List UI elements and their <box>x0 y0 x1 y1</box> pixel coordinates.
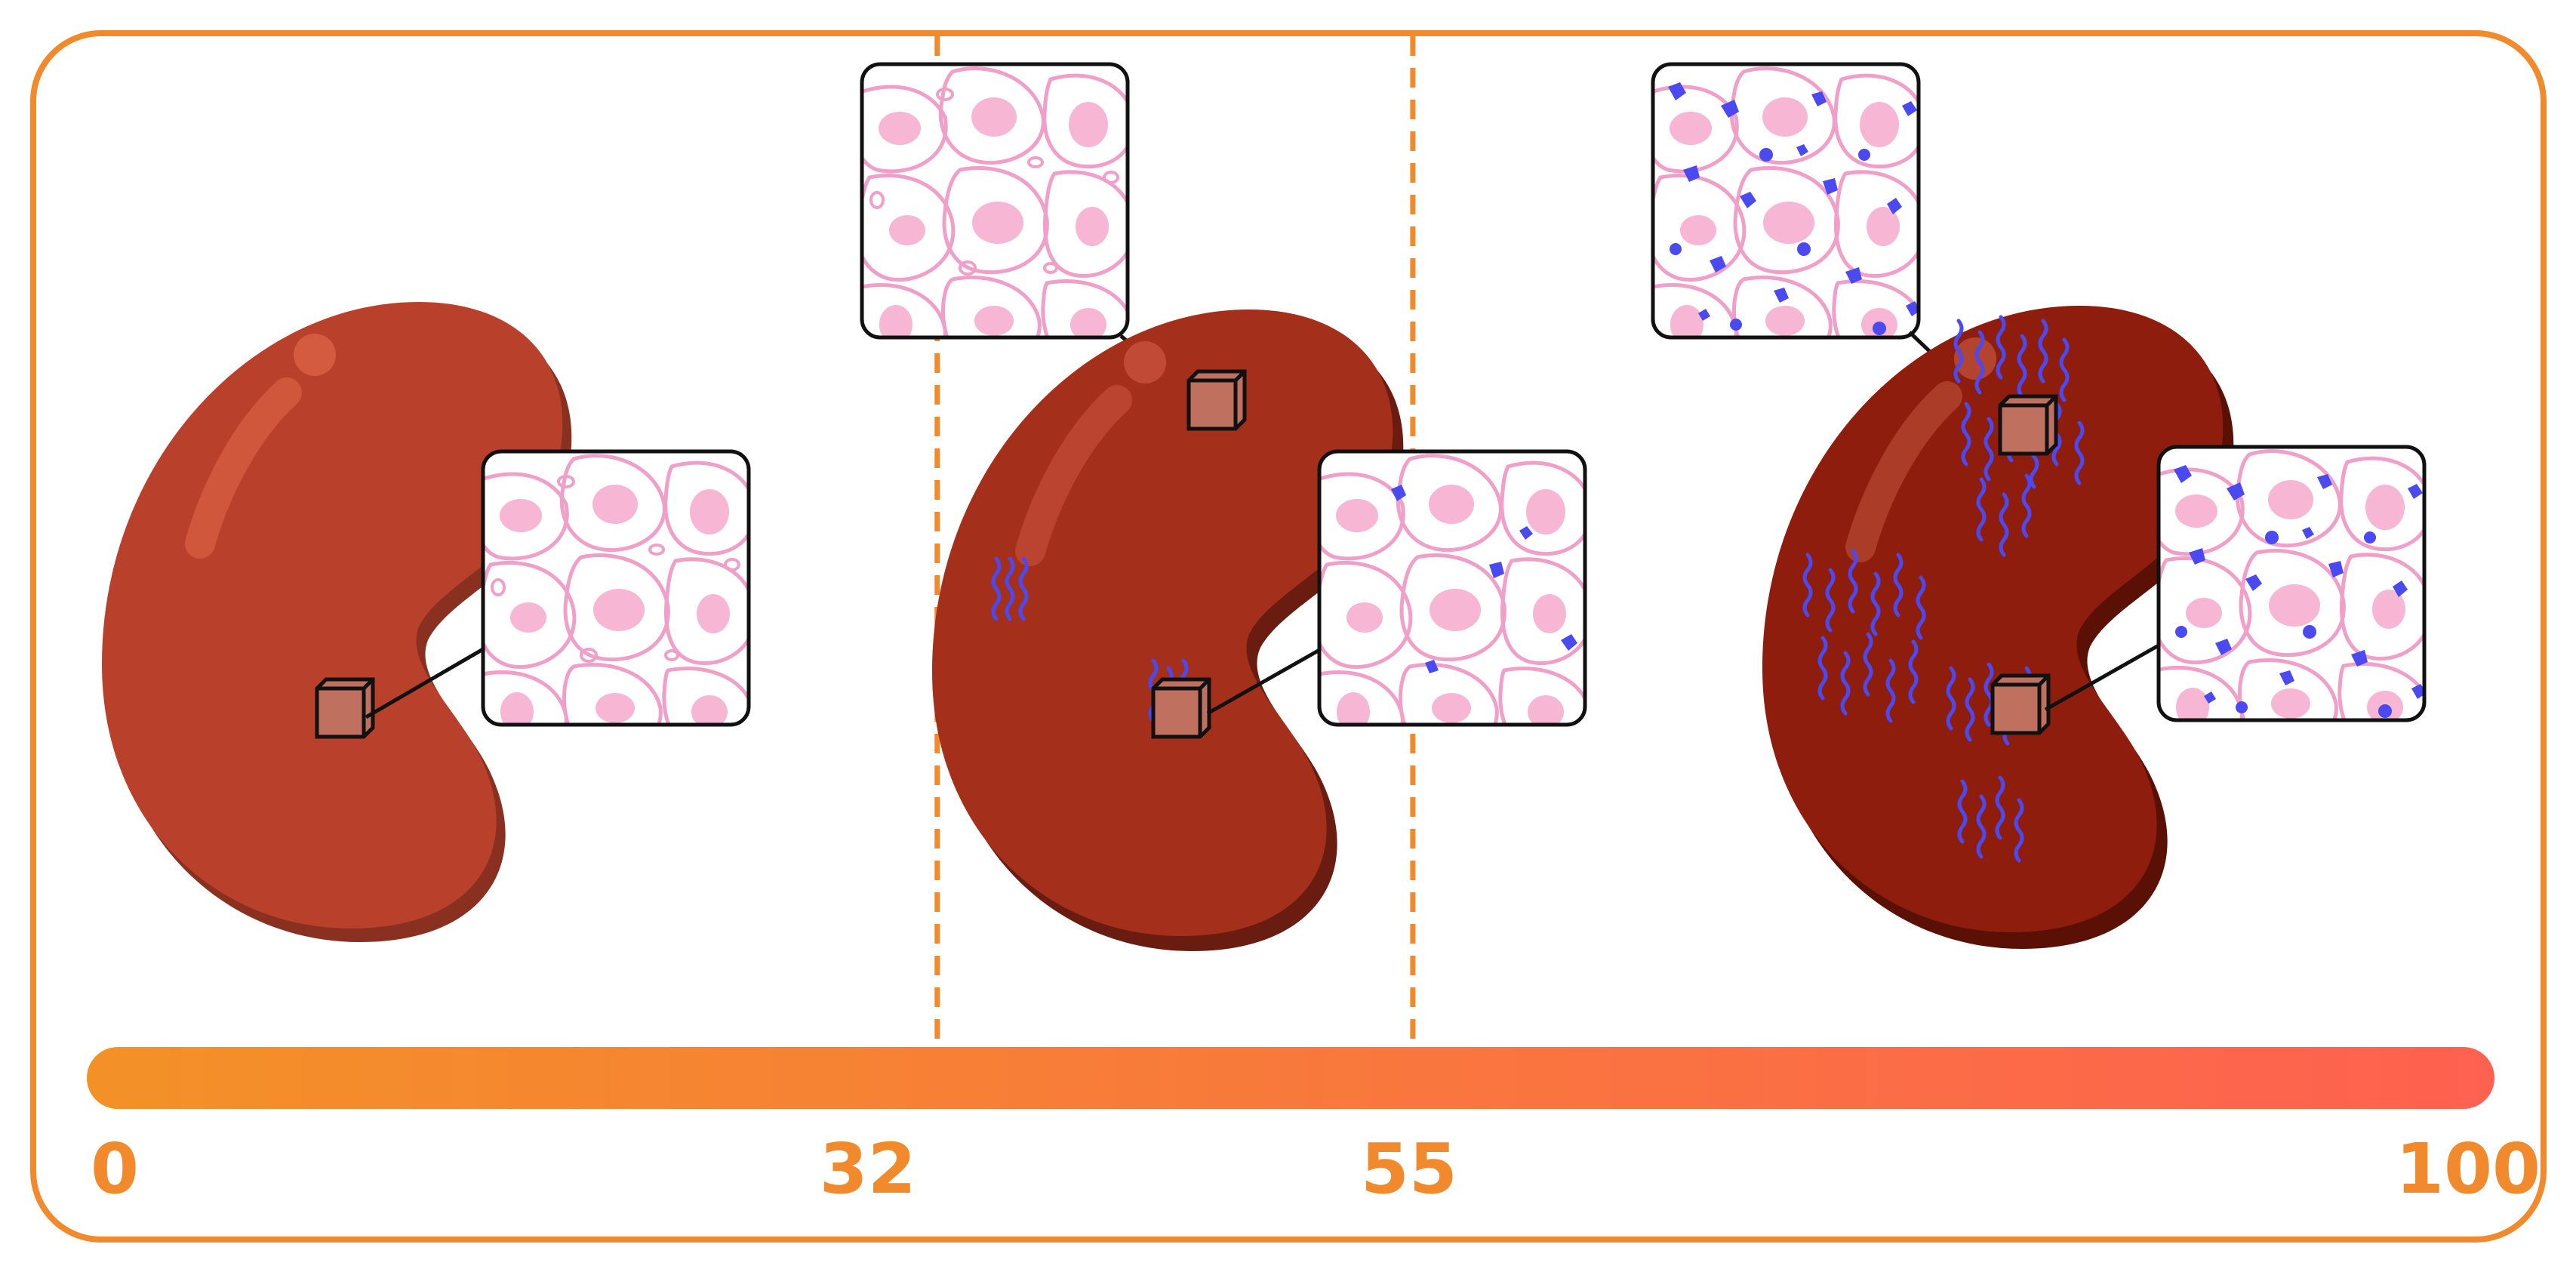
tissue-view-lower-stage-2 <box>1317 449 1587 727</box>
callout-line <box>365 647 485 719</box>
outer-frame <box>30 30 2547 1243</box>
kidney-stage-2 <box>932 310 1404 951</box>
callout-line <box>1206 647 1322 716</box>
stage-1-panel <box>102 302 751 942</box>
tick-label-100: 100 <box>2396 1129 2541 1209</box>
sample-cube-icon <box>1998 394 2058 456</box>
tick-label-55: 55 <box>1361 1129 1457 1209</box>
sample-cube-icon <box>1186 369 1247 431</box>
kidney-stage-1 <box>102 302 572 942</box>
stage-3-panel <box>1651 62 2427 949</box>
tissue-view-healthy <box>481 449 751 727</box>
progression-gradient-bar <box>87 1047 2494 1109</box>
tissue-view-lower-stage-3 <box>2156 445 2427 722</box>
sample-cube-icon <box>315 677 375 739</box>
tissue-view-upper-stage-2 <box>860 62 1130 340</box>
scale-tick-labels: 0 32 55 100 <box>91 1129 2541 1209</box>
callout-line <box>2044 643 2160 712</box>
sample-cube-icon <box>1990 673 2051 735</box>
tissue-view-upper-stage-3 <box>1651 62 1921 340</box>
tick-label-32: 32 <box>820 1129 916 1209</box>
tick-label-0: 0 <box>91 1129 139 1209</box>
stage-2-panel <box>860 62 1587 951</box>
kidney-stage-3 <box>1762 306 2234 949</box>
sample-cube-icon <box>1151 677 1211 739</box>
